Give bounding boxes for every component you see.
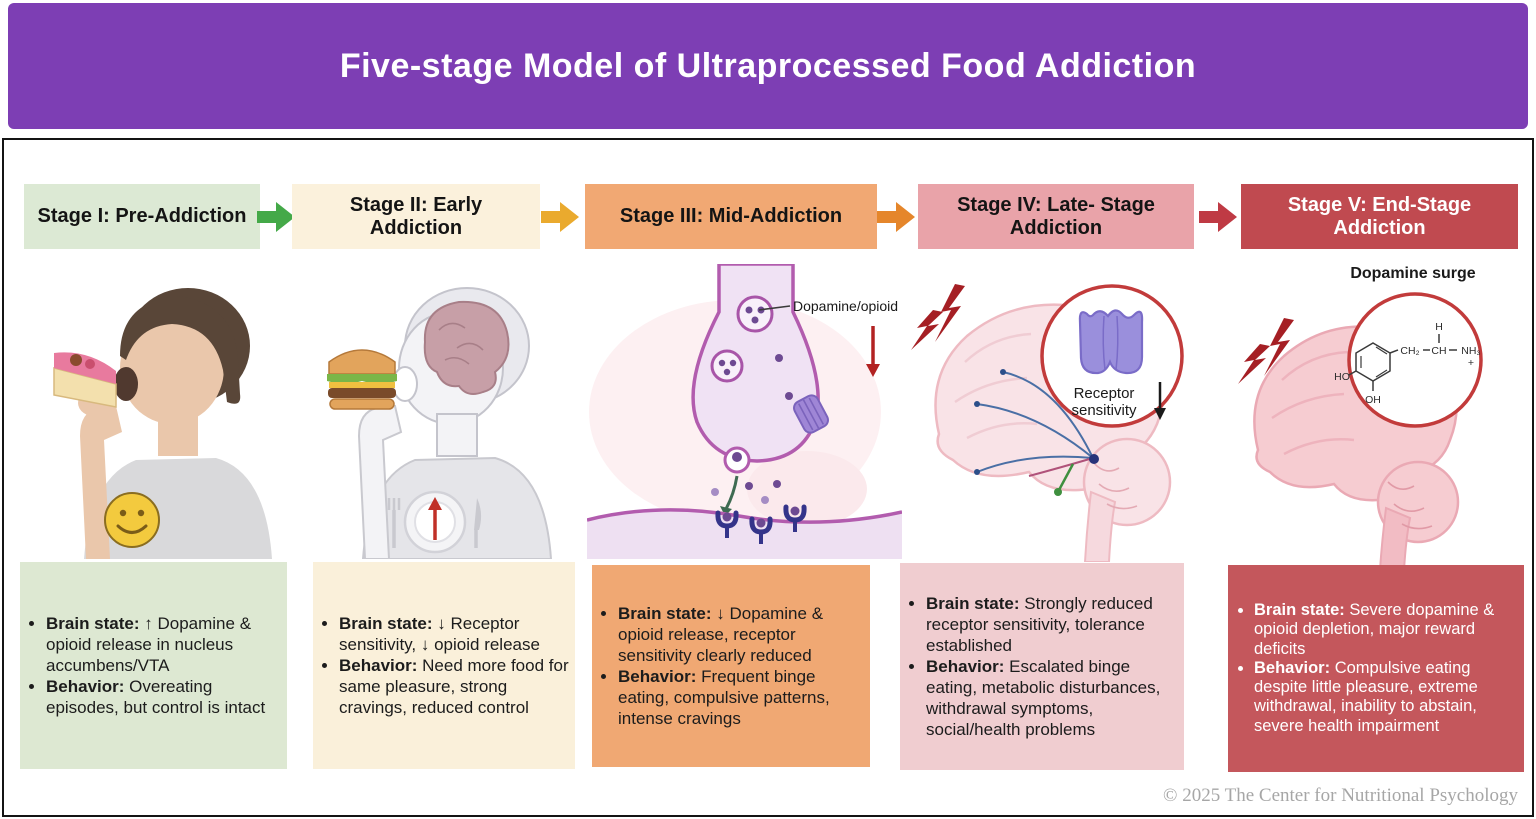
down-arrow-icon [1154, 382, 1166, 420]
open-mouth [392, 366, 418, 402]
lightning-bolts-icon [911, 284, 965, 350]
brain-state-bullet: Brain state: ↓ Dopamine & opioid release… [618, 603, 864, 666]
receptor-sensitivity-label-line1: Receptor [1074, 385, 1135, 402]
stage-1-summary: Brain state: ↑ Dopamine & opioid release… [20, 562, 287, 769]
molecule-ch-label: CH [1431, 345, 1446, 357]
molecule-oh-label: OH [1365, 394, 1381, 406]
neural-pathways [974, 369, 1099, 496]
open-mouth [114, 367, 138, 401]
content-frame: Stage I: Pre-Addiction Stage II: Early A… [2, 138, 1534, 817]
receptor-icon [715, 510, 739, 538]
molecule-plus-label: + [1468, 357, 1474, 369]
brain-state-bullet: Brain state: ↑ Dopamine & opioid release… [46, 613, 281, 676]
arm [80, 406, 122, 559]
stage-3-illustration: Dopamine/opioid [587, 264, 902, 559]
receptor-icon [783, 504, 807, 532]
brain-icon [1253, 325, 1460, 570]
synapse-illustration: Dopamine/opioid [587, 264, 902, 559]
title-banner: Five-stage Model of Ultraprocessed Food … [8, 3, 1528, 129]
release-arrow [724, 475, 739, 510]
dopamine-opioid-label: Dopamine/opioid [793, 298, 898, 314]
receptor-sensitivity-inset: Receptor sensitivity [1040, 284, 1184, 428]
molecule-ho-label: HO [1334, 371, 1350, 383]
decrease-arrow-icon [866, 326, 880, 377]
lightning-bolts-icon [1238, 318, 1294, 384]
vesicle-icon [736, 295, 774, 333]
stage-2-title: Stage II: Early Addiction [349, 193, 483, 239]
stage-3-summary: Brain state: ↓ Dopamine & opioid release… [592, 565, 870, 767]
stage-4-title: Stage IV: Late- Stage Addiction [957, 193, 1155, 239]
receptor-protein-icon [1078, 309, 1144, 375]
stage-5-header: Stage V: End-Stage Addiction [1241, 184, 1518, 249]
stage-1-title: Stage I: Pre-Addiction [37, 205, 247, 227]
behavior-bullet: Behavior: Escalated binge eating, metabo… [926, 656, 1178, 740]
stage-3-header: Stage III: Mid-Addiction [585, 184, 877, 249]
plate-up-arrow-icon [387, 490, 482, 554]
stage-5-illustration: Dopamine surge [1238, 265, 1483, 570]
stage-3-title: Stage III: Mid-Addiction [619, 205, 843, 227]
stage-1-header: Stage I: Pre-Addiction [24, 184, 260, 249]
behavior-bullet: Behavior: Need more food for same pleasu… [339, 655, 569, 718]
dopamine-molecule [1348, 334, 1457, 391]
arrow-stage4-to-stage5-icon [1199, 202, 1237, 232]
brain-icon [423, 300, 510, 395]
stage-5-summary: Brain state: Severe dopamine & opioid de… [1228, 565, 1524, 772]
copyright-notice: © 2025 The Center for Nutritional Psycho… [1163, 785, 1518, 806]
arrow-stage3-to-stage4-icon [877, 202, 915, 232]
dopamine-surge-label: Dopamine surge [1350, 265, 1475, 282]
smiley-face-icon [104, 492, 160, 548]
presynaptic-terminal [691, 264, 820, 463]
molecule-ch2-label: CH₂ [1400, 345, 1419, 357]
arrow-stage2-to-stage3-icon [541, 202, 579, 232]
brain-state-bullet: Brain state: ↓ Receptor sensitivity, ↓ o… [339, 613, 569, 655]
stage-2-header: Stage II: Early Addiction [292, 184, 540, 249]
behavior-bullet: Behavior: Compulsive eating despite litt… [1254, 659, 1518, 736]
arm [357, 404, 403, 559]
stage-5-title: Stage V: End-Stage Addiction [1287, 193, 1472, 239]
stage-4-summary: Brain state: Strongly reduced receptor s… [900, 563, 1184, 770]
cake-slice-icon [53, 352, 117, 408]
behavior-bullet: Behavior: Frequent binge eating, compuls… [618, 666, 864, 729]
stage-4-header: Stage IV: Late- Stage Addiction [918, 184, 1194, 249]
transporter-icon [793, 394, 829, 434]
brain-state-bullet: Brain state: Severe dopamine & opioid de… [1254, 601, 1518, 659]
molecule-h-label: H [1435, 321, 1443, 333]
page-title: Five-stage Model of Ultraprocessed Food … [339, 46, 1197, 85]
stage-2-summary: Brain state: ↓ Receptor sensitivity, ↓ o… [313, 562, 575, 769]
vesicle-icon [710, 349, 744, 383]
stage-2-illustration [327, 287, 553, 559]
stage-1-illustration [53, 288, 272, 559]
molecule-nh3-label: NH₃ [1461, 345, 1480, 357]
stage-4-illustration: Receptor sensitivity [911, 284, 1184, 562]
arrow-stage1-to-stage2-icon [257, 202, 295, 232]
dopamine-molecule-inset: CH₂ CH NH₃ + H HO OH [1334, 292, 1483, 428]
behavior-bullet: Behavior: Overeating episodes, but contr… [46, 676, 281, 718]
brain-state-bullet: Brain state: Strongly reduced receptor s… [926, 593, 1178, 656]
burger-icon [327, 349, 397, 410]
receptor-sensitivity-label-line2: sensitivity [1071, 402, 1137, 419]
receptor-icon [749, 516, 773, 544]
